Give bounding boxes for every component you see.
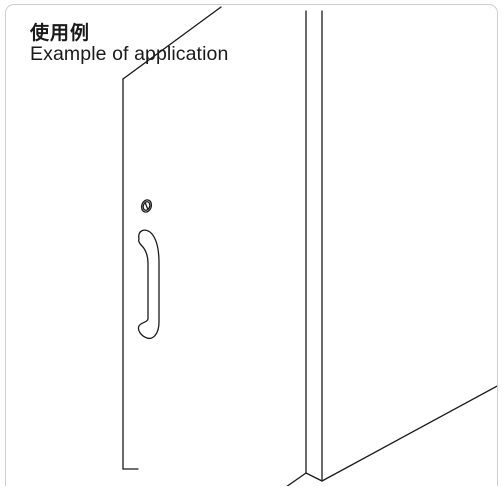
pull-handle-icon bbox=[137, 229, 160, 340]
door-frame-edge bbox=[286, 10, 323, 486]
wall-panel bbox=[321, 385, 497, 482]
lock-cylinder-icon bbox=[140, 199, 153, 213]
door-leaf bbox=[122, 6, 222, 470]
caption-japanese: 使用例 bbox=[30, 22, 91, 44]
caption-english: Example of application bbox=[30, 42, 229, 65]
figure-frame: 使用例 Example of application bbox=[5, 4, 498, 486]
figure-caption: 使用例 Example of application bbox=[30, 23, 228, 65]
door-illustration bbox=[122, 6, 497, 486]
